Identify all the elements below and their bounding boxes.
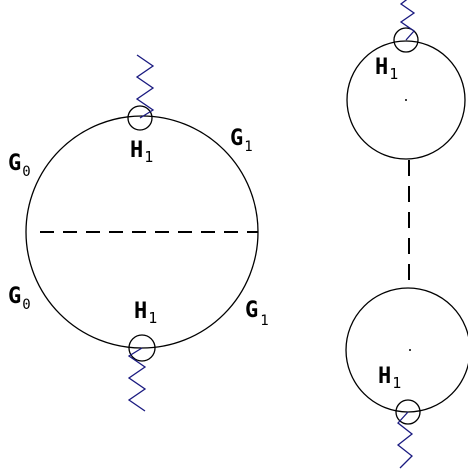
- label-h1-right-bottom: H1: [378, 364, 401, 392]
- left-bottom-spring-icon: [127, 347, 147, 412]
- label-h1-top: H1: [130, 138, 153, 166]
- right-top-vertex-circle: [393, 27, 419, 53]
- label-h1-bottom: H1: [134, 299, 157, 327]
- label-g0-bottom: G0: [8, 284, 31, 313]
- label-g0-top: G0: [8, 151, 31, 180]
- left-bottom-vertex-circle: [128, 334, 156, 362]
- right-diagram: H1 H1: [345, 0, 468, 469]
- right-bottom-spring-icon: [396, 411, 414, 469]
- right-lower-center-dot: [409, 349, 411, 351]
- label-h1-right-top: H1: [375, 55, 398, 83]
- right-upper-center-dot: [405, 99, 407, 101]
- right-top-spring-icon: [399, 0, 416, 41]
- label-g1-top: G1: [230, 126, 253, 155]
- right-bottom-vertex-circle: [395, 399, 421, 425]
- right-lower-bubble: [345, 287, 468, 413]
- left-top-vertex-circle: [127, 105, 153, 131]
- right-upper-bubble: [346, 40, 466, 160]
- left-top-spring-icon: [135, 54, 155, 119]
